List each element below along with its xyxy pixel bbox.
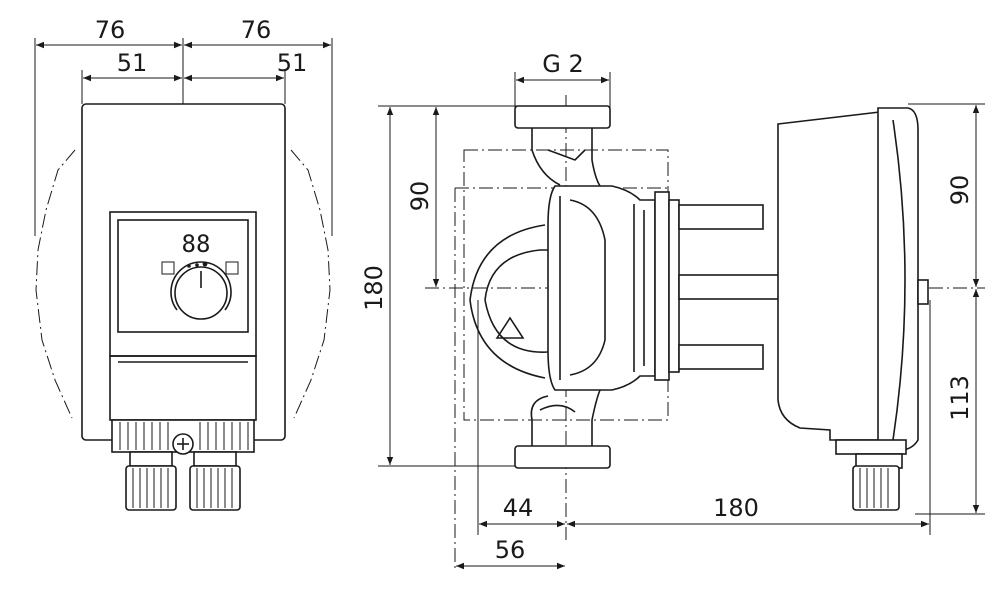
- control-knob[interactable]: [174, 266, 228, 320]
- ribs: [119, 422, 249, 450]
- motor-stud-top: [678, 204, 764, 230]
- housing-contour-left: [35, 149, 76, 419]
- front-view: 76 76 51 51 88: [34, 16, 333, 511]
- dim-right-upper: 90: [946, 175, 974, 206]
- motor-housing-side: [777, 111, 881, 441]
- dim-depth: 180: [713, 494, 759, 522]
- dim-offset-large: 56: [495, 536, 526, 564]
- display-window: [117, 219, 249, 333]
- dim-offset-small: 44: [503, 494, 534, 522]
- pump-volute: [547, 185, 656, 391]
- dim-overall-height: 180: [360, 265, 388, 311]
- dim-upper-height: 90: [406, 181, 434, 212]
- housing-contour-right: [290, 149, 331, 419]
- dim-front-51-right: 51: [277, 49, 308, 77]
- dim-front-76-left: 76: [95, 16, 126, 44]
- cable-gland-left: [125, 451, 177, 511]
- mode-icon: [225, 261, 239, 275]
- mode-icon: [161, 261, 175, 275]
- dim-right-lower: 113: [946, 375, 974, 421]
- motor-stud-bottom: [678, 344, 764, 370]
- motor-flange: [654, 191, 670, 381]
- flow-direction-icon: [495, 316, 525, 339]
- flange-bottom: [514, 445, 611, 469]
- motor-housing-front: [81, 103, 286, 441]
- dim-front-51-left: 51: [117, 49, 148, 77]
- dim-thread-g2: G 2: [542, 50, 584, 78]
- display-digits: 88: [182, 230, 211, 258]
- flange-top: [514, 105, 611, 129]
- cable-gland-right: [189, 451, 241, 511]
- side-view: G 2 180 90: [360, 50, 985, 570]
- dim-front-76-right: 76: [241, 16, 272, 44]
- volute-contour: [463, 149, 669, 421]
